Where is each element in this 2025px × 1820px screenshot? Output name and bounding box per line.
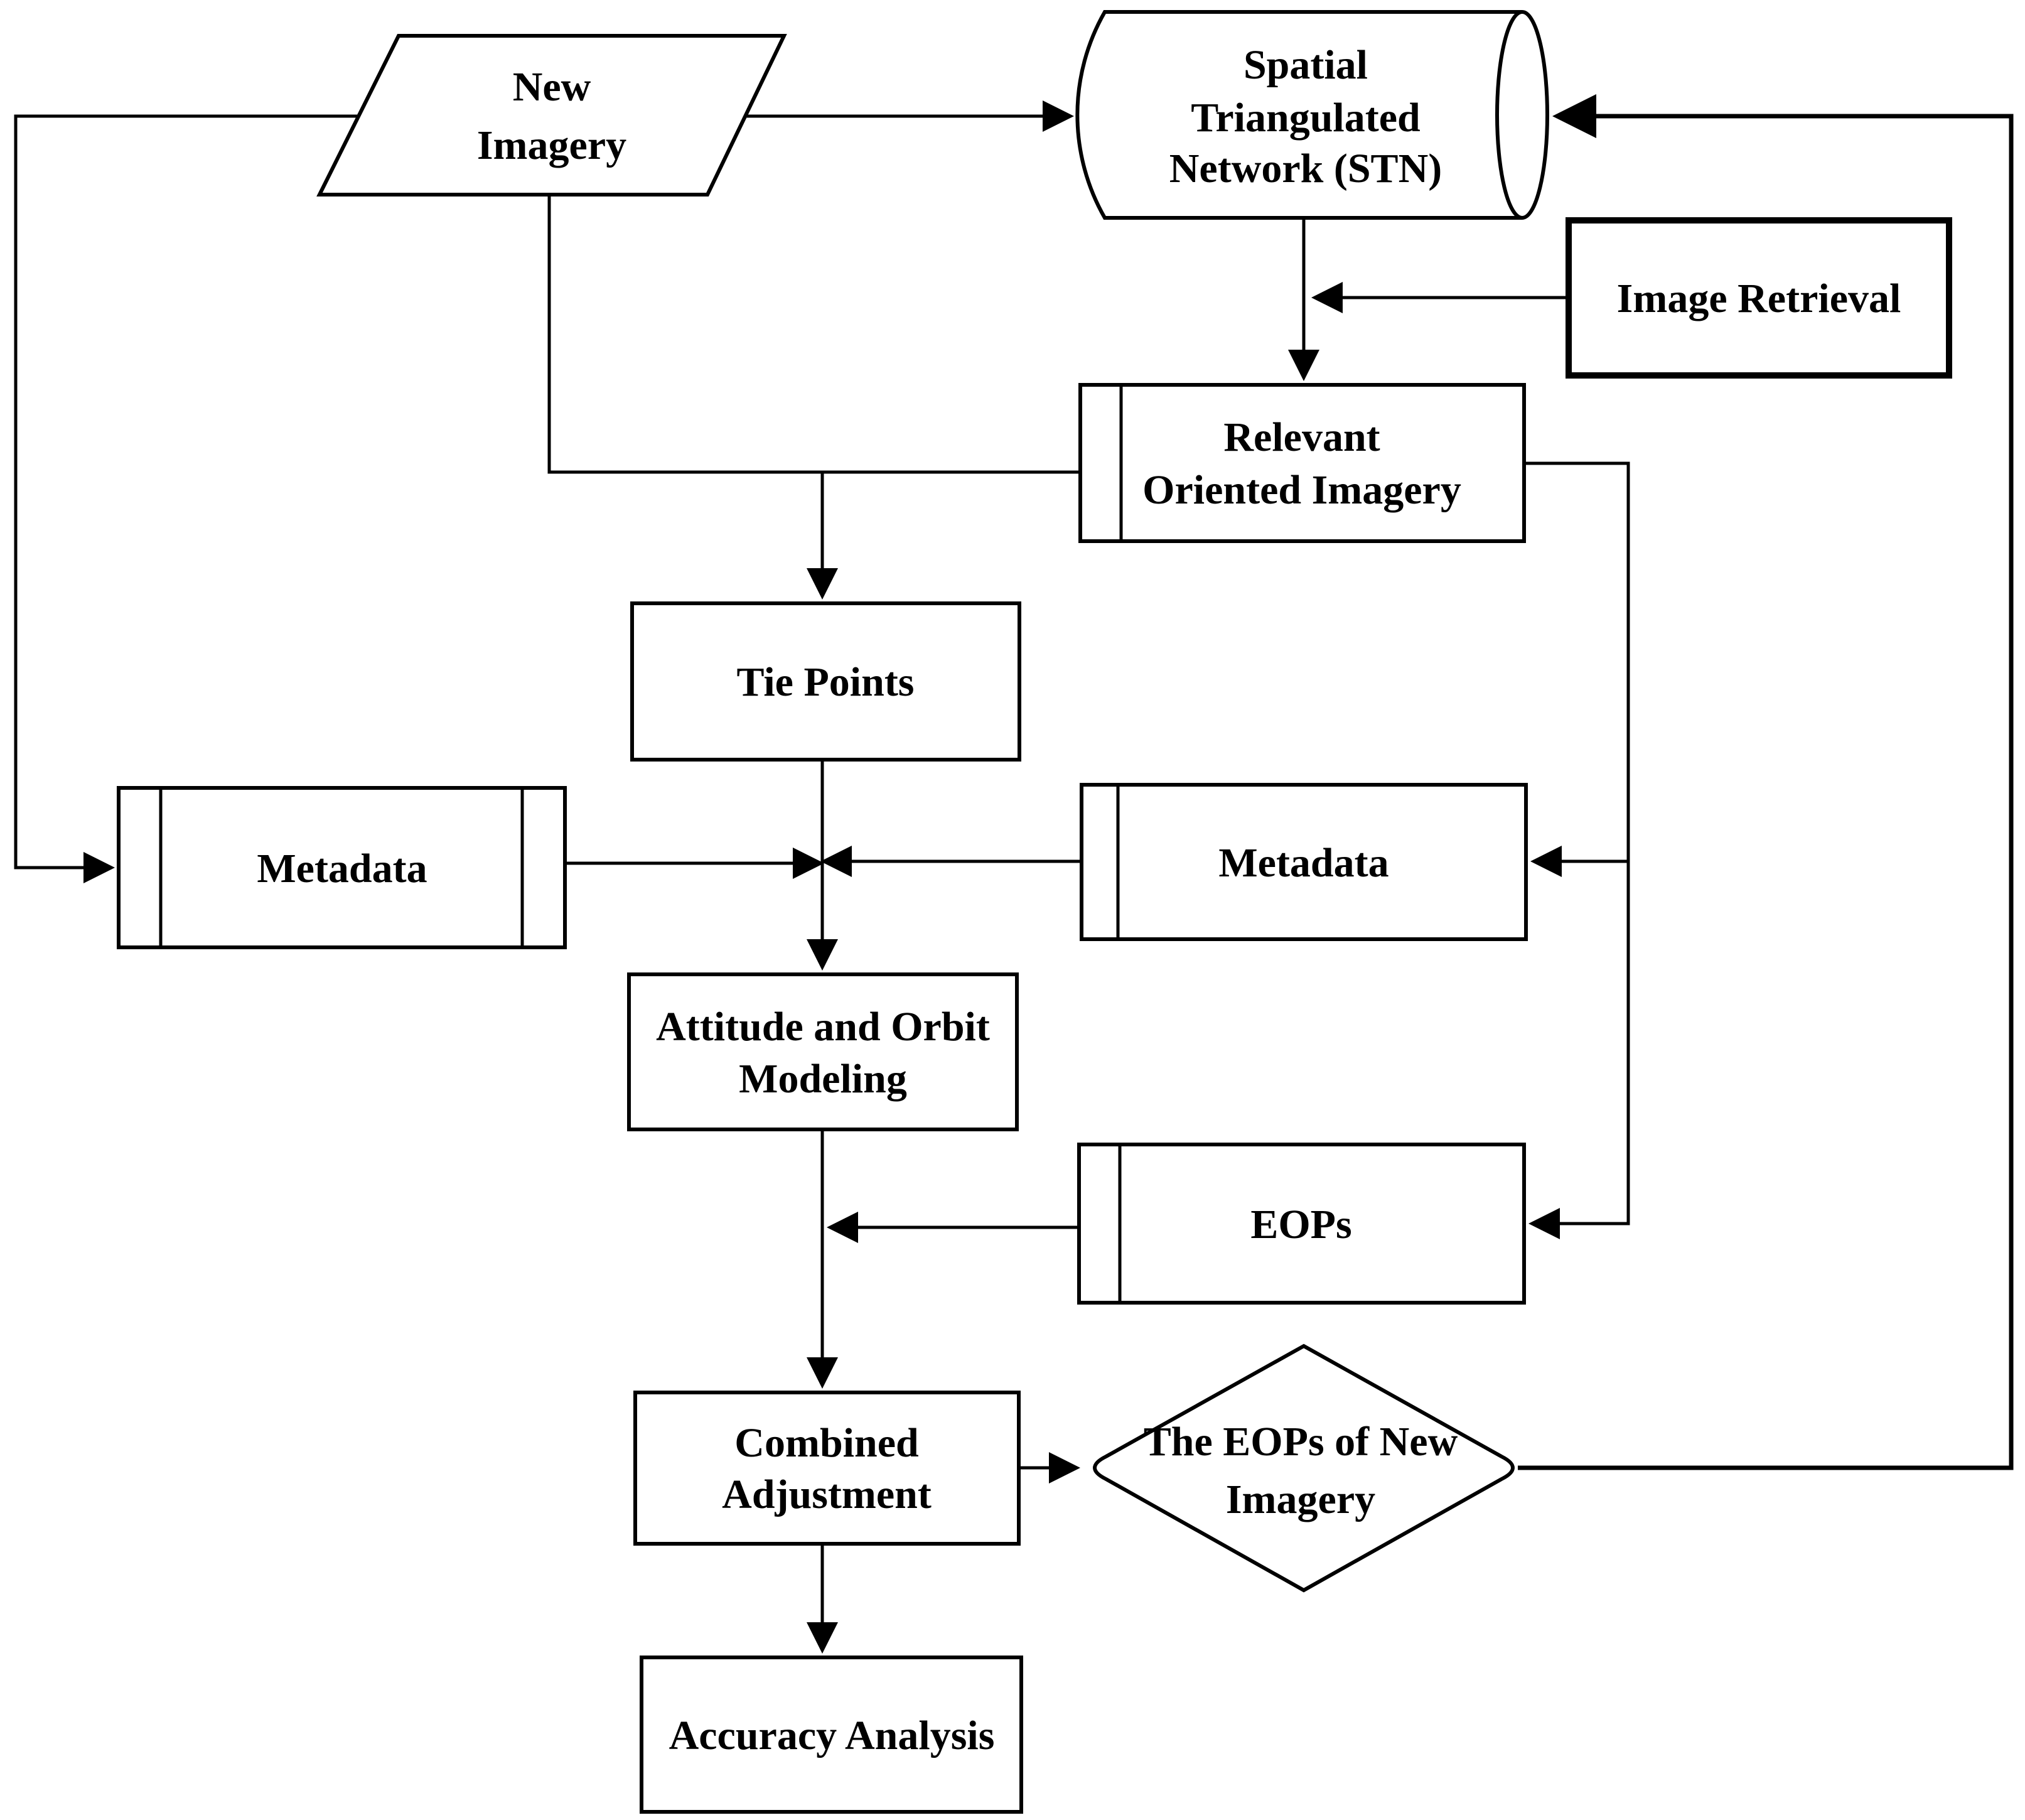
new-imagery-shape [316, 34, 787, 197]
metadata-right-shape [1080, 783, 1528, 941]
eops-new-imagery-decision-label-line1: The EOPs of New [1144, 1419, 1458, 1465]
metadata-right-node: Metadata [1080, 783, 1528, 941]
metadata-left-label: Metadata [257, 846, 427, 891]
connector-relevant-imagery-feed-line [1524, 461, 1630, 1239]
image-retrieval-node: Image Retrieval [1566, 217, 1952, 379]
combined-adjustment-label-line2: Adjustment [722, 1472, 932, 1517]
attitude-orbit-modeling-shape [627, 972, 1019, 1131]
relevant-oriented-imagery-node: Relevant Oriented Imagery [1078, 383, 1526, 543]
connector-new-imagery-to-tie-points-trunk [547, 195, 1080, 474]
eops-shape [1077, 1143, 1526, 1305]
connector-decision-to-stn-feedback [1518, 94, 2014, 1470]
metadata-left-shape [117, 786, 567, 949]
combined-adjustment-node: Combined Adjustment [633, 1391, 1021, 1546]
new-imagery-label-line1: New [513, 64, 591, 110]
eops-new-imagery-decision-label-line2: Imagery [1226, 1477, 1375, 1522]
metadata-left-node: Metadata [117, 786, 567, 949]
stn-cylinder-body [1075, 10, 1522, 220]
relevant-oriented-imagery-label-line1: Relevant [1223, 414, 1380, 460]
stn-label-line3: Network (STN) [1169, 146, 1442, 191]
stn-label-line2: Triangulated [1191, 95, 1420, 141]
relevant-oriented-imagery-shape [1078, 383, 1526, 543]
relevant-oriented-imagery-label-line2: Oriented Imagery [1142, 467, 1461, 513]
accuracy-analysis-label: Accuracy Analysis [669, 1713, 995, 1758]
eops-label: EOPs [1250, 1202, 1351, 1247]
attitude-orbit-modeling-label-line2: Modeling [739, 1056, 907, 1102]
combined-adjustment-label-line1: Combined [734, 1420, 918, 1466]
connector-new-imagery-to-metadata-left [14, 114, 358, 883]
tie-points-label: Tie Points [737, 659, 915, 705]
combined-adjustment-shape [633, 1391, 1021, 1546]
attitude-orbit-modeling-label-line1: Attitude and Orbit [656, 1004, 990, 1050]
metadata-right-label: Metadata [1218, 840, 1388, 886]
eops-new-imagery-decision-shape [1093, 1343, 1515, 1593]
new-imagery-label-line2: Imagery [477, 122, 626, 168]
attitude-orbit-modeling-node: Attitude and Orbit Modeling [627, 972, 1019, 1131]
new-imagery-node: New Imagery [316, 34, 787, 197]
eops-new-imagery-decision-node: The EOPs of New Imagery [1093, 1343, 1515, 1593]
stn-cylinder-cap [1495, 10, 1549, 220]
stn-label-line1: Spatial [1243, 42, 1368, 88]
image-retrieval-label: Image Retrieval [1617, 276, 1901, 321]
tie-points-node: Tie Points [630, 601, 1021, 762]
eops-node: EOPs [1077, 1143, 1526, 1305]
accuracy-analysis-shape [640, 1656, 1023, 1814]
image-retrieval-shape [1566, 217, 1952, 379]
stn-database-node: Spatial Triangulated Network (STN) [1075, 10, 1549, 220]
tie-points-shape [630, 601, 1021, 762]
accuracy-analysis-node: Accuracy Analysis [640, 1656, 1023, 1814]
